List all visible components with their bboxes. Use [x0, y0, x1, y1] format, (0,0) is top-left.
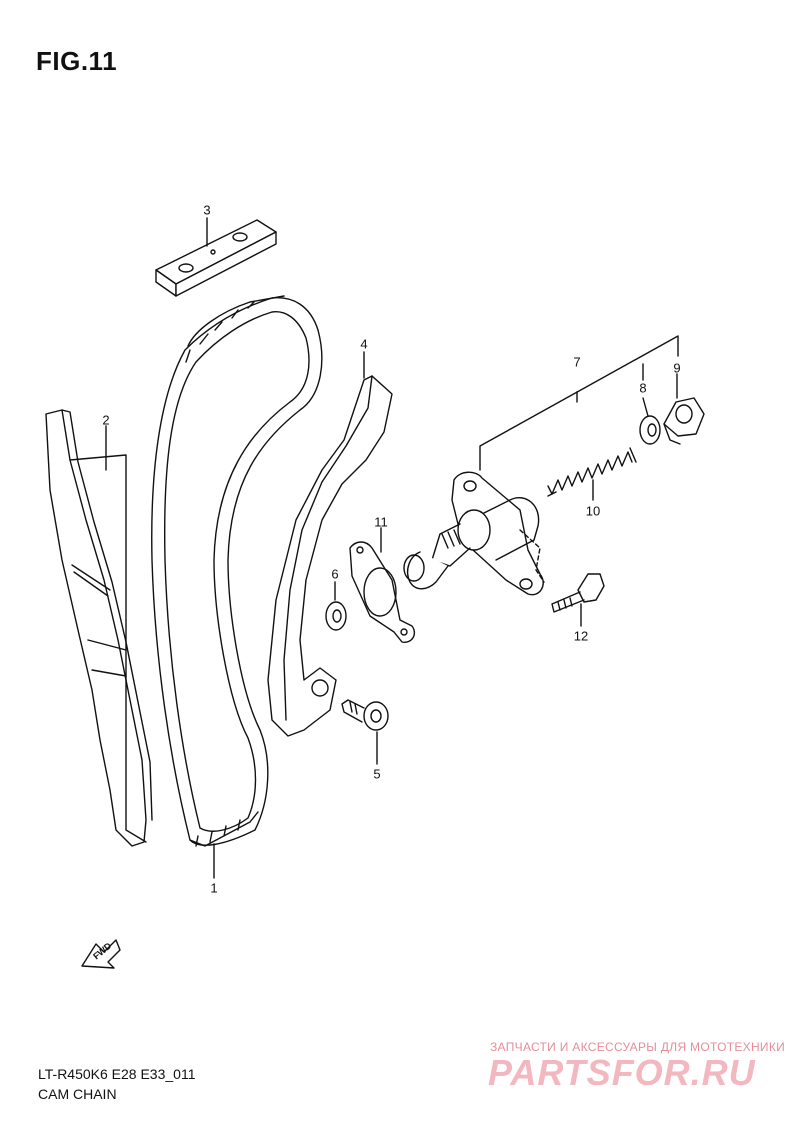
part-3-plate — [155, 219, 277, 297]
leader-8 — [642, 397, 649, 417]
part-9-bolt — [663, 397, 705, 445]
part-10-spring — [547, 447, 637, 497]
callout-12: 12 — [573, 628, 589, 644]
callout-5: 5 — [373, 766, 381, 782]
part-2-guide — [45, 409, 153, 847]
callout-6: 6 — [331, 566, 339, 582]
part-11-gasket — [349, 541, 416, 643]
watermark-tagline: ЗАПЧАСТИ И АКСЕССУАРЫ ДЛЯ МОТОТЕХНИКИ — [490, 1040, 786, 1054]
callout-8: 8 — [639, 380, 647, 396]
part-8-washer — [639, 415, 661, 445]
figure-title: FIG.11 — [36, 46, 118, 76]
fwd-arrow-icon — [81, 939, 121, 969]
callout-11: 11 — [374, 514, 388, 530]
model-code: LT-R450K6 E28 E33_011 — [38, 1066, 196, 1082]
callout-4: 4 — [360, 336, 368, 352]
part-7-tensioner — [403, 471, 544, 596]
part-4-tensioner-guide — [267, 375, 393, 737]
leader-7 — [479, 335, 679, 471]
callout-7: 7 — [573, 354, 581, 370]
callout-2: 2 — [102, 412, 110, 428]
part-5-bolt — [341, 699, 389, 731]
part-12-bolt — [551, 573, 605, 613]
part-1-cam-chain — [151, 295, 323, 847]
callout-10: 10 — [585, 503, 601, 519]
watermark-logo: PARTSFOR.RU — [488, 1052, 756, 1093]
callout-3: 3 — [203, 202, 211, 218]
callout-9: 9 — [673, 360, 681, 376]
part-6-washer — [325, 601, 347, 631]
figure-caption: CAM CHAIN — [38, 1086, 117, 1102]
callout-1: 1 — [210, 880, 218, 896]
